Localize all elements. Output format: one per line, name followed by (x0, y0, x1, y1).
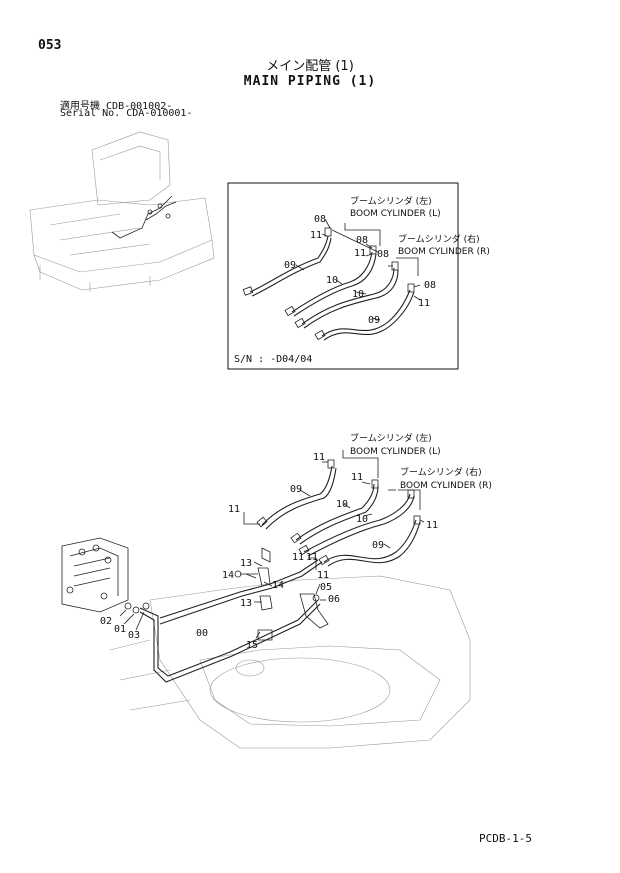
serial-value-2: CDA-010001- (126, 108, 193, 119)
main-ref-13a: 13 (240, 558, 252, 569)
page-code: PCDB-1-5 (479, 832, 532, 845)
page-number: 053 (38, 38, 62, 53)
main-ref-06: 06 (328, 594, 340, 605)
main-ref-11f: 11 (306, 552, 318, 563)
main-ref-11d: 11 (228, 504, 240, 515)
main-ref-11b: 11 (351, 472, 363, 483)
inset-ref-10b: 10 (352, 289, 364, 300)
main-ref-00: 00 (196, 628, 208, 639)
inset-ref-09a: 09 (284, 260, 296, 271)
inset-ref-11b: 11 (354, 248, 366, 259)
serial-row-1: 適用号機 CDB-001002- (60, 97, 172, 112)
main-ref-02: 02 (100, 616, 112, 627)
inset-ref-08c: 08 (377, 249, 389, 260)
main-ref-11e: 11 (292, 552, 304, 563)
page-title-jp: メイン配管 (1) (266, 59, 354, 74)
main-ref-09a: 09 (290, 484, 302, 495)
main-boom-r-jp: ブームシリンダ (右) (400, 466, 482, 478)
main-ref-05: 05 (320, 582, 332, 593)
main-ref-03: 03 (128, 630, 140, 641)
main-ref-09b: 09 (372, 540, 384, 551)
inset-frame (227, 182, 459, 370)
main-boom-r-en: BOOM CYLINDER (R) (400, 481, 492, 491)
main-ref-11g: 11 (317, 570, 329, 581)
main-hoses (256, 459, 421, 567)
inset-hoses (242, 218, 421, 341)
inset-boom-l-jp: ブームシリンダ (左) (350, 195, 432, 207)
serial-value-1: CDB-001002- (106, 101, 173, 112)
machine-overview-sketch (29, 131, 215, 292)
serial-label-jp: 適用号機 (60, 101, 100, 112)
serial-row-2: Serial No. CDA-010001- (60, 108, 192, 119)
main-brackets (119, 450, 425, 641)
inset-text: ブームシリンダ (左) BOOM CYLINDER (L) ブームシリンダ (右… (234, 195, 490, 365)
main-boom-l-en: BOOM CYLINDER (L) (350, 447, 441, 457)
main-ref-11c: 11 (426, 520, 438, 531)
inset-ref-09b: 09 (368, 315, 380, 326)
main-ref-14b: 14 (272, 580, 284, 591)
page-title-en: MAIN PIPING (1) (243, 74, 377, 89)
main-ref-11a: 11 (313, 452, 325, 463)
main-text: ブームシリンダ (左) BOOM CYLINDER (L) ブームシリンダ (右… (100, 432, 492, 651)
serial-label-en: Serial No. (60, 108, 121, 119)
main-ref-14a: 14 (222, 570, 234, 581)
inset-ref-11c: 11 (418, 298, 430, 309)
main-ref-01: 01 (114, 624, 126, 635)
inset-boom-l-en: BOOM CYLINDER (L) (350, 209, 441, 219)
main-ref-15: 15 (246, 640, 258, 651)
inset-ref-08d: 08 (424, 280, 436, 291)
main-ref-10a: 10 (336, 499, 348, 510)
inset-boom-r-en: BOOM CYLINDER (R) (398, 247, 490, 257)
inset-ref-10a: 10 (326, 275, 338, 286)
main-ref-10b: 10 (356, 514, 368, 525)
inset-ref-08b: 08 (356, 235, 368, 246)
main-frame-sketch (61, 537, 471, 749)
inset-ref-11a: 11 (310, 230, 322, 241)
inset-sn-note: S/N : -D04/04 (234, 354, 312, 365)
inset-boom-r-jp: ブームシリンダ (右) (398, 233, 480, 245)
inset-ref-08a: 08 (314, 214, 326, 225)
main-ref-13b: 13 (240, 598, 252, 609)
main-boom-l-jp: ブームシリンダ (左) (350, 432, 432, 444)
